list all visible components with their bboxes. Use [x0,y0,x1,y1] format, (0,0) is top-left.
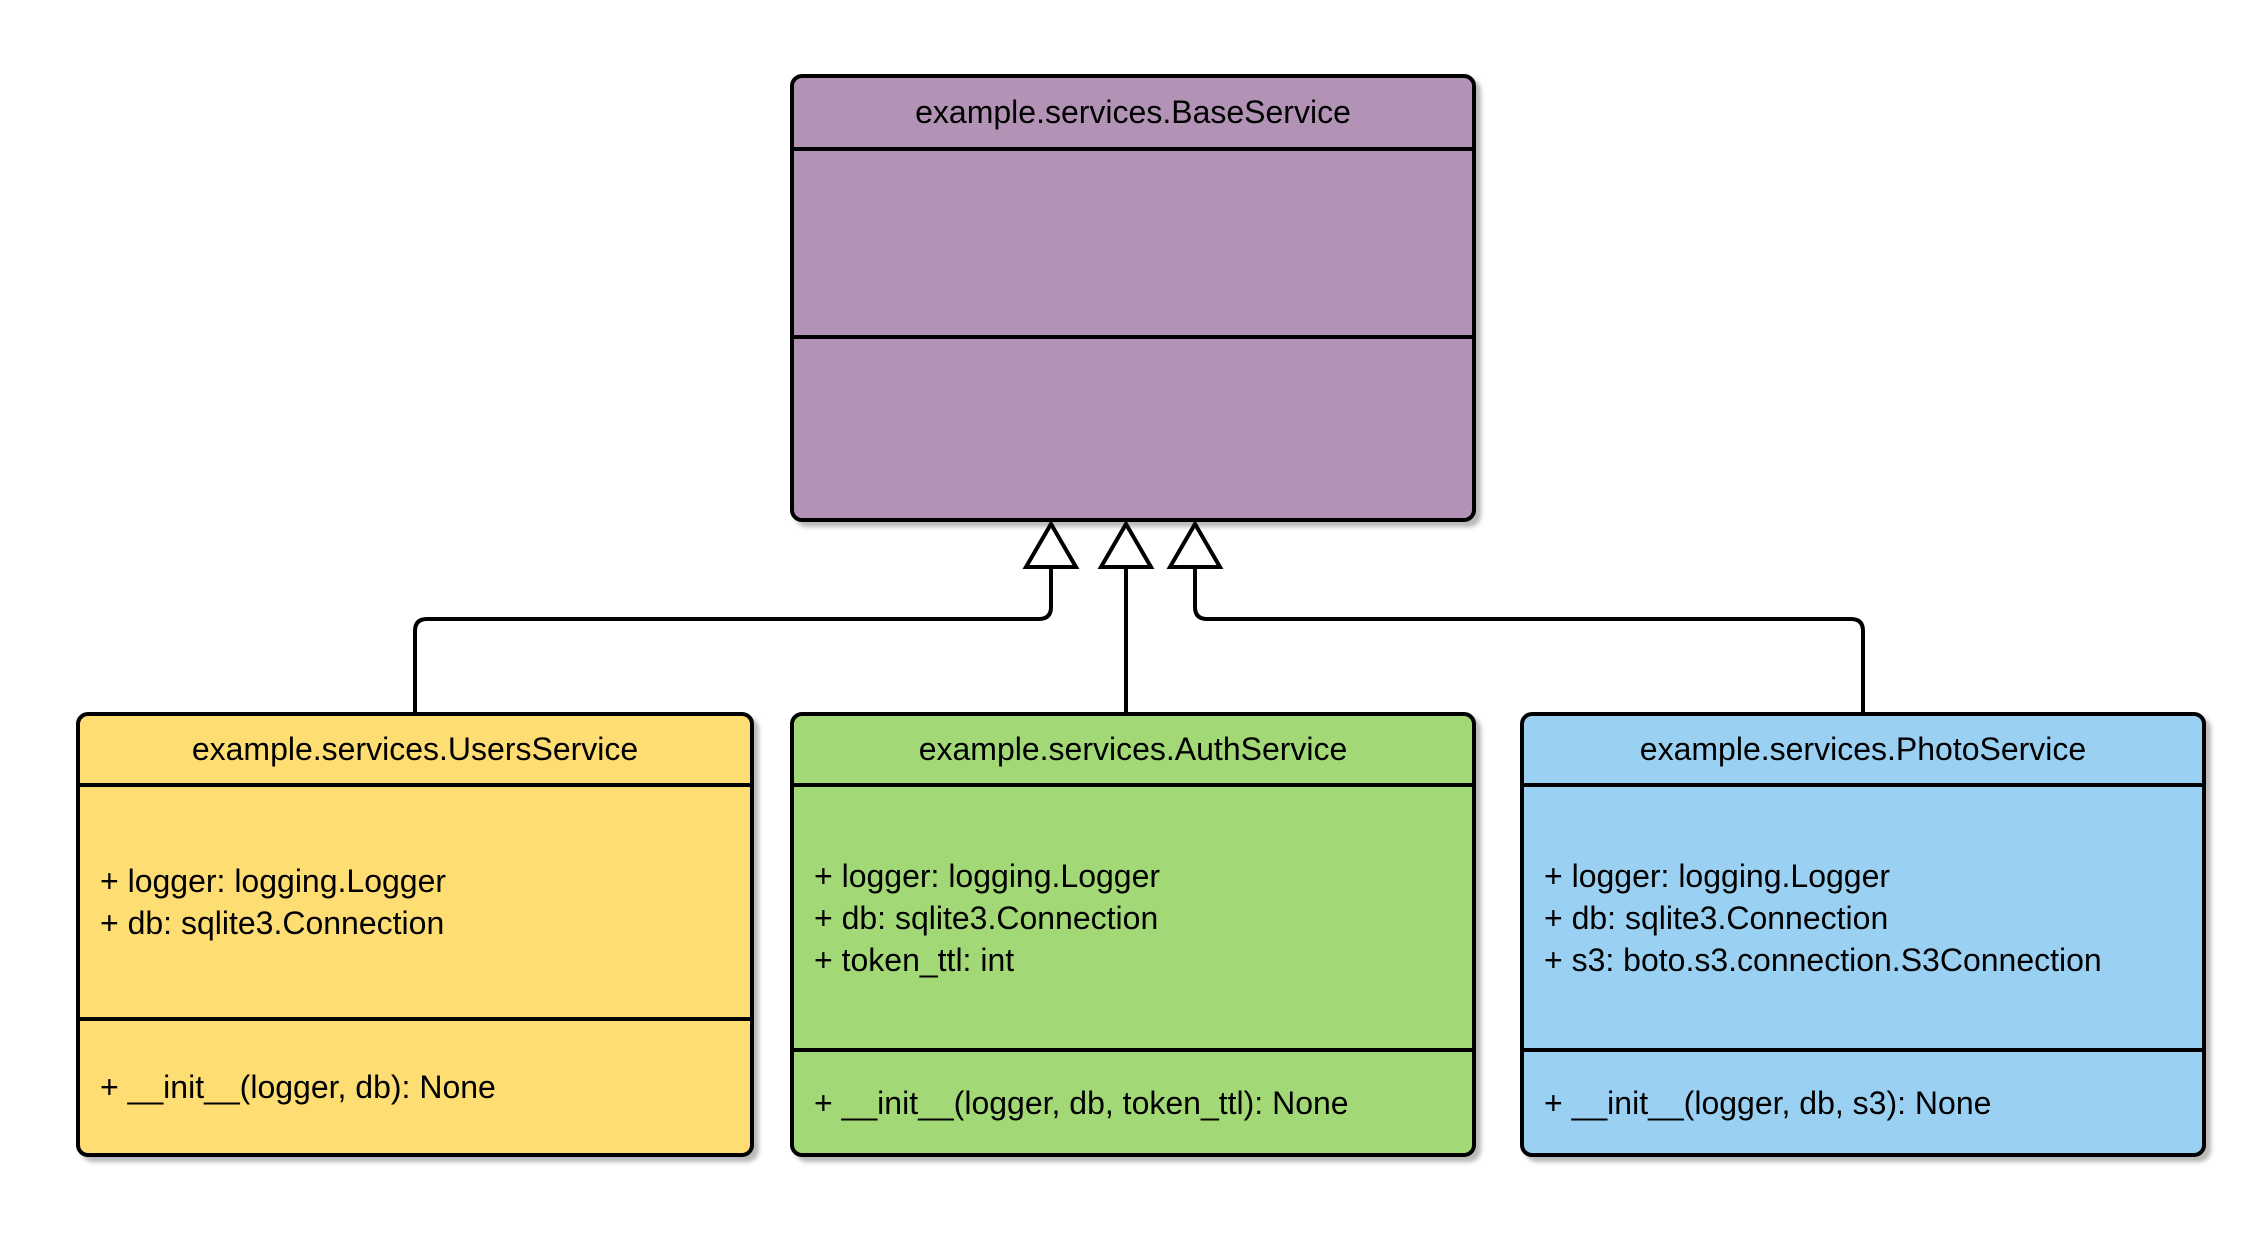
class-methods: + __init__(logger, db, token_ttl): None [794,1052,1472,1153]
class-title: example.services.UsersService [80,716,750,787]
class-title: example.services.AuthService [794,716,1472,787]
inheritance-edge-photo [1193,565,1865,716]
class-attributes: + logger: logging.Logger + db: sqlite3.C… [1524,787,2202,1052]
inheritance-triangle-icon [1166,520,1224,569]
method-line: + __init__(logger, db, s3): None [1544,1084,1992,1121]
attribute-line: + db: sqlite3.Connection [100,905,445,941]
class-methods: + __init__(logger, db): None [80,1021,750,1153]
inheritance-edge-users [413,565,1053,716]
class-node-baseservice: example.services.BaseService [790,74,1476,522]
inheritance-triangle-icon [1097,520,1155,569]
class-methods-empty [794,339,1472,518]
class-node-photoservice: example.services.PhotoService + logger: … [1520,712,2206,1157]
class-title: example.services.PhotoService [1524,716,2202,787]
method-line: + __init__(logger, db): None [100,1069,496,1105]
attribute-line: + s3: boto.s3.connection.S3Connection [1544,941,2102,978]
attribute-line: + db: sqlite3.Connection [1544,899,1889,936]
method-line: + __init__(logger, db, token_ttl): None [814,1084,1349,1121]
attribute-line: + db: sqlite3.Connection [814,899,1159,936]
inheritance-triangle-icon [1022,520,1080,569]
class-attributes: + logger: logging.Logger + db: sqlite3.C… [794,787,1472,1052]
class-attributes-empty [794,151,1472,339]
class-title: example.services.BaseService [794,78,1472,151]
attribute-line: + logger: logging.Logger [1544,857,1891,894]
class-methods: + __init__(logger, db, s3): None [1524,1052,2202,1153]
class-node-usersservice: example.services.UsersService + logger: … [76,712,754,1157]
class-attributes: + logger: logging.Logger + db: sqlite3.C… [80,787,750,1021]
class-node-authservice: example.services.AuthService + logger: l… [790,712,1476,1157]
attribute-line: + logger: logging.Logger [814,857,1161,894]
attribute-line: + logger: logging.Logger [100,863,447,899]
attribute-line: + token_ttl: int [814,941,1015,978]
